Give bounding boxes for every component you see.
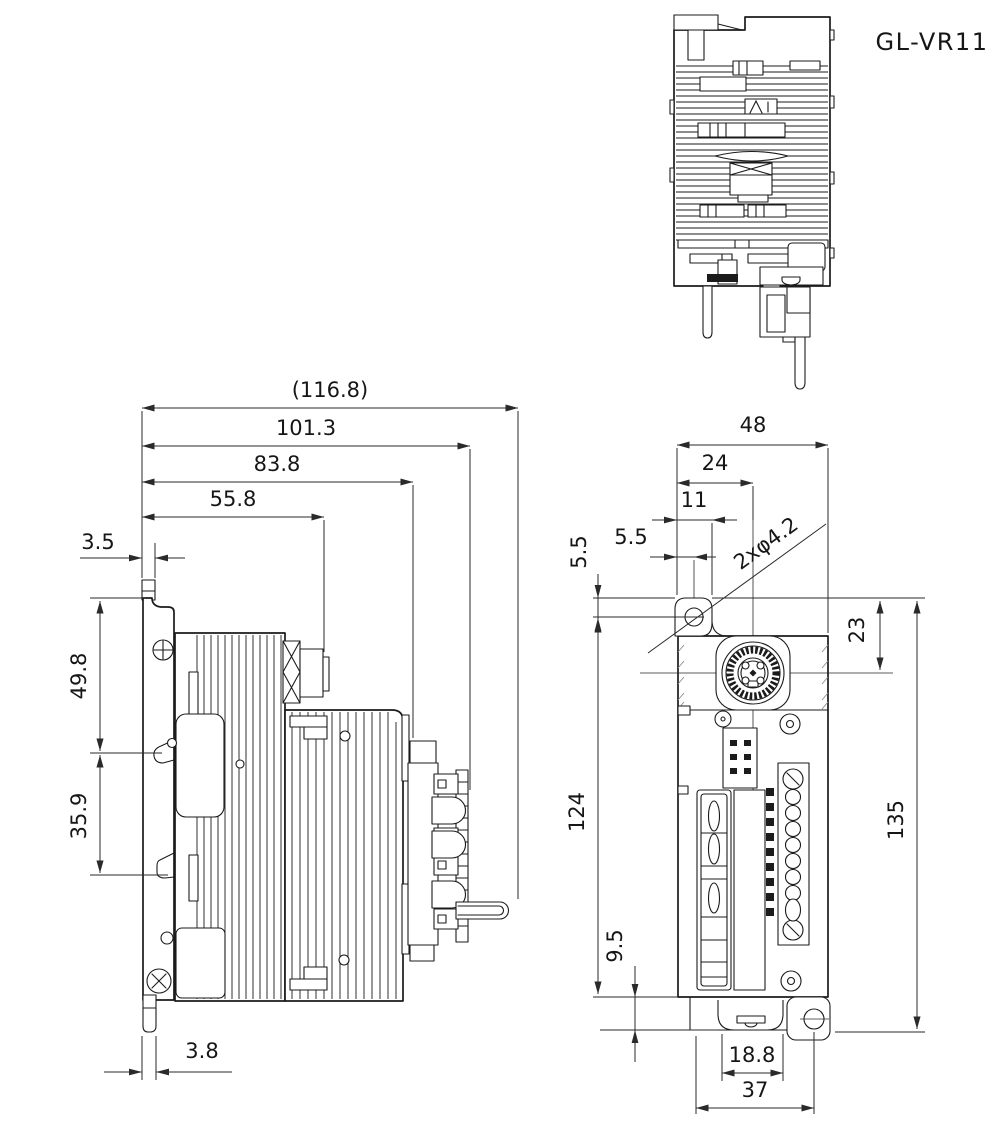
pin-header-front	[722, 727, 758, 789]
dim-depth-to-loops: 101.3	[276, 416, 336, 440]
side-view-dimensions: (116.8) 101.3 83.8 55.8 3.5 49.8 35.9 3.…	[67, 378, 519, 1080]
top-view	[669, 14, 835, 390]
terminal-block-side	[407, 740, 509, 962]
wire-loops	[431, 796, 467, 909]
m12-connector-top	[714, 151, 789, 162]
dim-latch-width: 18.8	[729, 1043, 776, 1067]
dim-foot-width: 3.8	[185, 1039, 218, 1063]
dim-upper-height: 49.8	[67, 653, 91, 700]
dim-depth-to-connector: 55.8	[210, 487, 257, 511]
front-screws	[714, 710, 802, 992]
m12-connector-side	[282, 640, 330, 704]
m12-connector-front	[715, 635, 791, 711]
knurled-ring	[726, 646, 780, 700]
din-rail-bracket	[141, 579, 178, 1033]
connector-pin	[756, 676, 765, 685]
dim-body-height: 124	[565, 792, 589, 832]
top-view-details	[677, 60, 829, 286]
pin-left	[702, 285, 713, 339]
side-heatsink-left	[174, 632, 286, 1002]
dim-rail-height: 35.9	[67, 793, 91, 840]
mounting-ear-bottom	[786, 996, 831, 1041]
dim-overall-height: 135	[884, 800, 908, 840]
front-mid-panel	[733, 789, 766, 991]
dim-hole-callout: 2xφ4.2	[729, 512, 802, 574]
din-foot	[142, 994, 157, 1033]
mounting-pins	[702, 284, 811, 390]
long-pin-side	[455, 901, 509, 920]
front-view-dimensions: 48 24 11 5.5 5.5 2xφ4.2 23 124 135 9.5 1…	[565, 413, 925, 1114]
dim-overall-depth: (116.8)	[292, 378, 369, 402]
dim-hole-offset-x: 5.5	[614, 525, 647, 549]
dim-overall-width: 48	[740, 413, 767, 437]
dim-depth-to-body: 83.8	[254, 452, 301, 476]
dim-hole-offset-y: 5.5	[567, 535, 591, 568]
contact-strip	[766, 788, 774, 916]
slot-panel	[696, 789, 732, 991]
connector-pin	[741, 661, 750, 670]
model-label: GL-VR11	[876, 28, 989, 56]
dim-ear-width: 11	[681, 488, 708, 512]
dim-connector-offset-y: 23	[845, 617, 869, 644]
pin-right	[794, 336, 806, 390]
callout-leader	[647, 523, 827, 654]
side-cover-upper	[175, 713, 225, 818]
front-view	[640, 486, 893, 1041]
side-cover-lower	[175, 927, 226, 999]
dim-connector-offset-x: 24	[702, 451, 729, 475]
dim-mount-width: 37	[742, 1078, 769, 1102]
small-plug-knob	[721, 253, 733, 261]
dim-latch-height: 9.5	[603, 929, 627, 962]
connector-pin	[756, 661, 765, 670]
side-view	[141, 579, 509, 1033]
din-hook-top	[673, 14, 743, 61]
terminal-block-front	[777, 762, 810, 946]
side-heatsink-main	[284, 709, 410, 1002]
din-latch	[717, 1000, 784, 1031]
dim-tab-thickness: 3.5	[81, 530, 114, 554]
connector-pin	[741, 676, 750, 685]
